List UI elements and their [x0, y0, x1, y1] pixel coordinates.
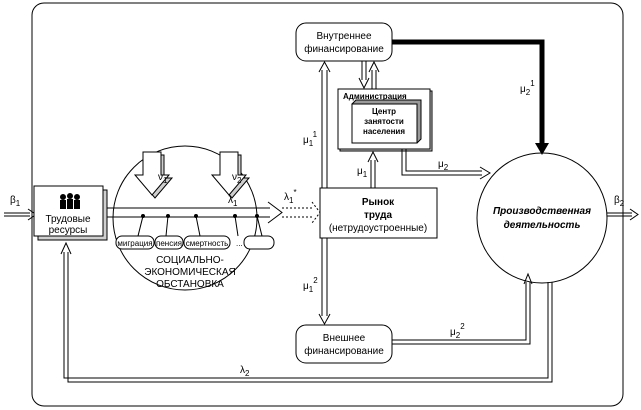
nu2-label: ν2	[232, 172, 242, 185]
employment-center-box: Центр занятости населения	[351, 99, 422, 144]
svg-text:деятельность: деятельность	[504, 220, 581, 231]
svg-text:(нетрудоустроенные): (нетрудоустроенные)	[329, 223, 427, 234]
beta-in-label: β1	[10, 195, 21, 208]
svg-text:Центр: Центр	[372, 107, 396, 116]
svg-text:финансирование: финансирование	[304, 345, 384, 357]
svg-text:Рынок: Рынок	[362, 197, 395, 208]
labor-resources-label-2: ресурсы	[49, 225, 88, 236]
svg-text:Внутреннее: Внутреннее	[316, 31, 372, 42]
arrow-mu1	[367, 150, 379, 188]
labor-resources-label: Трудовые	[45, 214, 91, 225]
mu2-label: μ2	[438, 159, 449, 172]
svg-text:смертность: смертность	[186, 239, 229, 248]
labor-market-box: Рынок труда (нетрудоустроенные)	[319, 187, 438, 239]
lambda2-label: λ2	[240, 365, 250, 378]
labor-resources-box: Трудовые ресурсы	[33, 185, 108, 241]
arrow-mu2-1	[392, 39, 549, 155]
mu1-2-label: μ12	[303, 276, 318, 294]
nu1-arrow	[133, 151, 174, 199]
arrow-mu1-1	[318, 60, 331, 188]
external-financing-box: Внешнее финансирование	[295, 324, 393, 364]
svg-text:населения: населения	[363, 127, 405, 136]
beta-in-arrow	[4, 208, 37, 221]
mu1-1-label: μ11	[303, 130, 318, 148]
beta-out-arrow	[607, 208, 639, 221]
nu1-label: ν1	[158, 172, 168, 185]
svg-text:Производственная: Производственная	[493, 206, 591, 217]
svg-text:Внешнее: Внешнее	[323, 333, 366, 344]
people-icon	[60, 193, 80, 209]
svg-text:миграция: миграция	[117, 239, 152, 248]
pill-mortality: смертность	[183, 235, 231, 250]
beta-out-label: β2	[614, 195, 625, 208]
arrow-mu1-2	[318, 238, 331, 326]
svg-text:труда: труда	[364, 210, 393, 221]
mu2-2-label: μ22	[450, 322, 465, 340]
flow-arrow-lambda1	[107, 201, 283, 224]
internal-financing-box: Внутреннее финансирование	[295, 22, 393, 62]
nu2-arrow	[210, 151, 251, 199]
arrow-lambda2	[60, 241, 553, 383]
mu1-label: μ1	[357, 166, 368, 179]
pill-empty	[243, 235, 275, 250]
lambda1-star-label: λ1*	[284, 188, 297, 205]
flow-arrow-lambda1-star	[282, 201, 321, 224]
svg-text:Администрация: Администрация	[343, 92, 407, 101]
pill-migration: миграция	[115, 235, 155, 250]
arrow-mu2-2	[392, 272, 533, 345]
svg-text:финансирование: финансирование	[304, 43, 384, 55]
pill-connectors	[137, 214, 263, 237]
pill-ellipsis: ...	[236, 239, 243, 248]
svg-text:занятости: занятости	[364, 117, 404, 126]
outer-frame	[31, 2, 624, 407]
mu2-1-label: μ21	[520, 79, 535, 97]
svg-text:пенсия: пенсия	[156, 239, 182, 248]
circle-caption-3: ОБСТАНОВКА	[156, 279, 224, 290]
arrow-internal-admin	[358, 60, 380, 90]
pill-pension: пенсия	[154, 235, 184, 250]
circle-caption-2: ЭКОНОМИЧЕСКАЯ	[144, 267, 235, 278]
lambda1-label: λ1	[228, 195, 238, 208]
arrow-mu2	[401, 149, 491, 180]
production-circle: Производственная деятельность	[476, 152, 608, 284]
circle-caption-1: СОЦИАЛЬНО-	[156, 255, 224, 266]
